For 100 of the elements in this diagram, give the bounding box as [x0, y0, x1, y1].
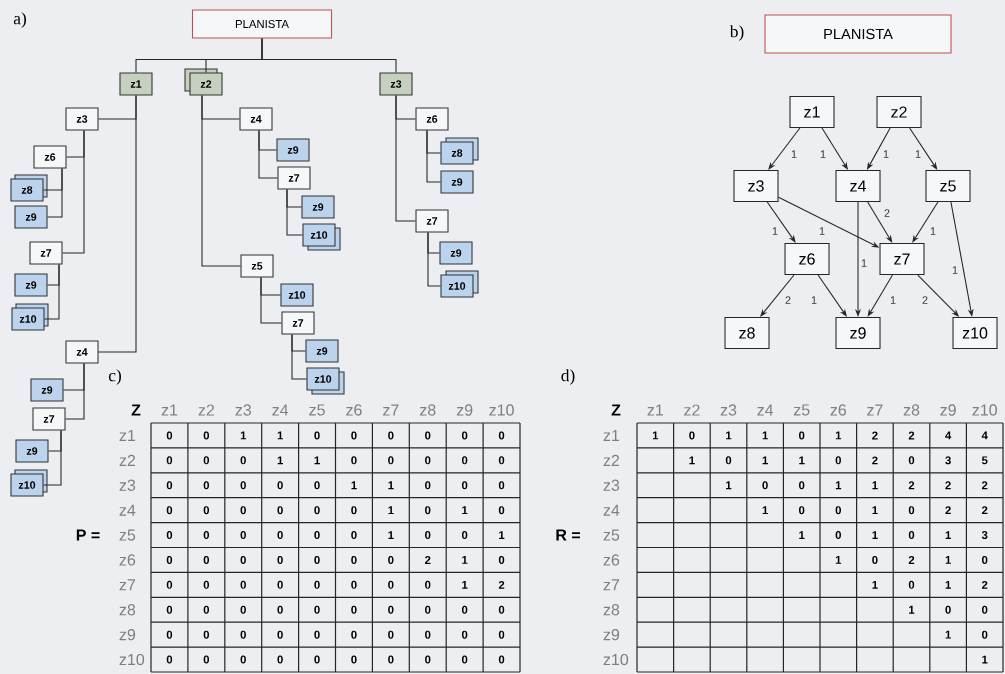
cell-value: 0: [388, 431, 394, 440]
arrow: [766, 201, 796, 243]
cell-value: 0: [166, 605, 173, 614]
cell-value: 1: [762, 431, 768, 440]
edge-label: 1: [860, 258, 868, 268]
connector-line: [426, 130, 441, 183]
cell-value: 0: [799, 506, 805, 515]
row-header: z3: [603, 479, 620, 491]
cell-value: 1: [945, 580, 951, 589]
cell-value: 0: [835, 506, 841, 515]
graph-node-box: z9: [835, 316, 881, 350]
cell-value: 0: [498, 506, 505, 515]
column-header: z9: [456, 404, 473, 416]
column-header: z10: [972, 404, 997, 416]
cell-value: 0: [166, 655, 173, 664]
cell-value: 0: [388, 630, 394, 639]
edge-label: 1: [819, 149, 827, 159]
cell-value: 0: [425, 431, 431, 440]
cell-value: 0: [461, 431, 468, 440]
task-box: z7: [29, 241, 63, 265]
cell-value: 1: [945, 556, 951, 564]
edge-label: 1: [929, 226, 937, 236]
cell-value: 1: [462, 506, 468, 515]
cell-value: 0: [277, 531, 283, 540]
cell-value: 0: [314, 506, 320, 515]
task-box: z9: [440, 170, 474, 194]
cell-value: 0: [689, 431, 695, 440]
row-header: z10: [603, 653, 629, 666]
cell-value: 0: [277, 580, 283, 589]
row-header: z4: [603, 504, 620, 516]
cell-value: 2: [498, 580, 505, 589]
task-box: z3: [65, 107, 99, 131]
cell-value: 0: [203, 580, 210, 589]
cell-value: 0: [425, 506, 431, 515]
row-header: z6: [603, 554, 620, 566]
edge-label: 1: [810, 295, 818, 305]
row-header: z2: [603, 454, 620, 466]
task-box: z3: [379, 72, 413, 96]
connector-line: [201, 95, 241, 267]
cell-value: 0: [277, 605, 283, 614]
cell-value: 0: [240, 630, 246, 639]
cell-value: 0: [498, 605, 505, 614]
cell-value: 0: [314, 655, 320, 664]
cell-value: 1: [835, 556, 842, 564]
column-header: z5: [309, 404, 325, 416]
cell-value: 0: [203, 506, 210, 515]
cell-value: 0: [314, 580, 320, 589]
cell-value: 0: [872, 555, 878, 564]
cell-value: 0: [277, 506, 283, 515]
cell-value: 0: [240, 456, 246, 465]
cell-value: 3: [945, 456, 951, 465]
cell-value: 2: [872, 456, 878, 465]
cell-value: 1: [351, 481, 357, 490]
cell-value: 0: [498, 481, 505, 490]
connector-line: [47, 168, 63, 218]
cell-value: 1: [872, 481, 878, 490]
row-header: z9: [119, 629, 136, 641]
cell-value: 0: [166, 481, 173, 490]
cell-value: 2: [908, 481, 915, 490]
edge-label: 1: [914, 149, 922, 159]
task-box: z9: [14, 205, 48, 229]
cell-value: 0: [461, 630, 468, 639]
panel-label: d): [561, 369, 575, 385]
task-box: z9: [30, 378, 64, 402]
cell-value: 0: [277, 555, 283, 564]
cell-value: 0: [351, 630, 357, 639]
edge-label: 1: [882, 149, 890, 159]
cell-value: 0: [351, 531, 357, 540]
cell-value: 0: [203, 531, 210, 540]
task-box: z10: [280, 283, 314, 307]
cell-value: 0: [835, 456, 841, 465]
column-header: z1: [647, 404, 663, 416]
arrow: [760, 274, 795, 317]
edge-label: 2: [784, 295, 792, 305]
cell-value: 0: [908, 506, 915, 515]
cell-value: 2: [945, 506, 951, 515]
cell-value: 0: [240, 481, 246, 490]
connector-line: [286, 189, 303, 236]
cell-value: 0: [314, 555, 320, 564]
column-header: z3: [235, 404, 251, 416]
cell-value: 0: [388, 605, 394, 614]
task-box: z9: [276, 138, 310, 162]
row-header: z5: [119, 529, 136, 541]
task-box: z6: [415, 107, 449, 131]
connector-line: [258, 130, 278, 179]
cell-value: 1: [652, 431, 659, 440]
cell-value: 0: [203, 431, 210, 440]
cell-value: 0: [314, 605, 320, 614]
connector-line: [395, 95, 416, 222]
cell-value: 1: [872, 531, 878, 539]
column-header: z6: [830, 404, 847, 416]
connector-line: [65, 363, 85, 420]
planner-box: PLANISTA: [191, 9, 333, 39]
arrow: [867, 274, 893, 317]
cell-value: 0: [799, 481, 805, 490]
connector-line: [62, 130, 85, 254]
cell-value: 0: [203, 481, 210, 490]
stacked-task-box: z10: [306, 367, 345, 395]
cell-value: 1: [909, 605, 915, 614]
cell-value: 0: [425, 580, 431, 589]
